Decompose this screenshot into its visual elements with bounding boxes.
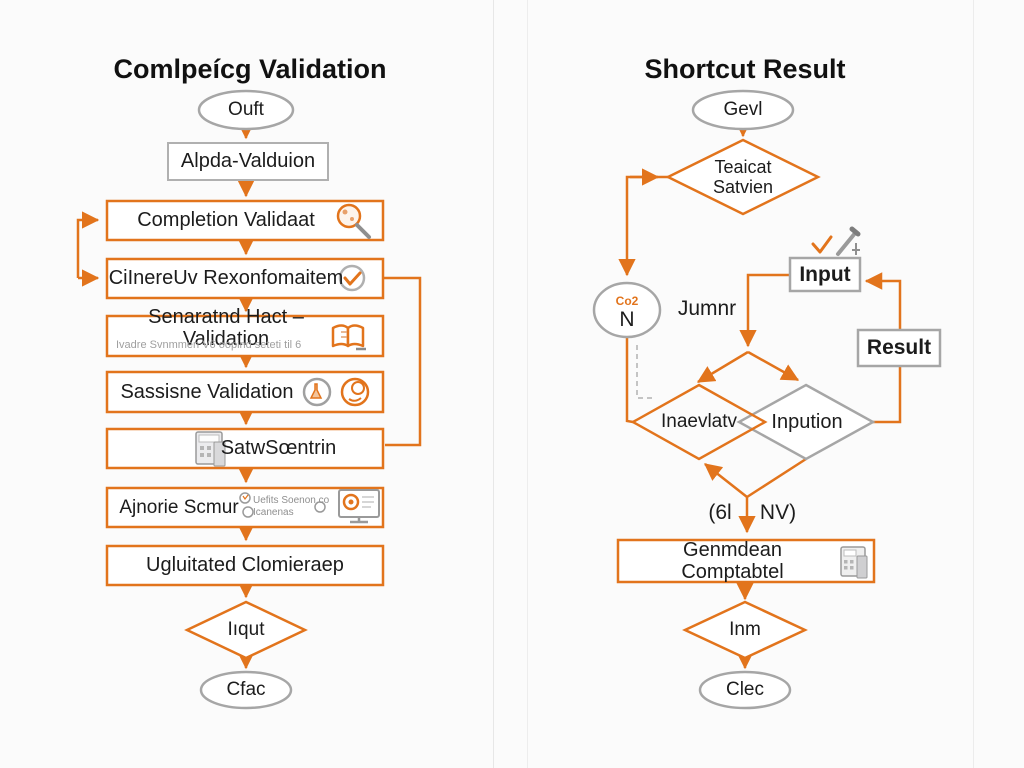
left-box4-label: Senaratnd Hact – Validation	[148, 305, 304, 350]
left-box3-label: CiInereUv Rexonfomaitem	[108, 267, 344, 290]
right-start-oval-shape	[691, 89, 795, 131]
left-panel-title: Comlpeícg Validation	[113, 53, 387, 84]
jump-label: Jumnr	[677, 297, 737, 321]
co2-oval-top-label: Co2	[615, 293, 639, 308]
right-bottom-decision-shape	[682, 600, 808, 660]
right-end-oval-shape	[698, 670, 792, 710]
left-connectors	[76, 121, 422, 670]
result-box-shape	[856, 328, 942, 368]
right-connectors	[618, 119, 902, 670]
right-orange-diamond-shape	[630, 383, 768, 461]
left-box1-label: Alpda-Valduion	[180, 150, 316, 173]
left-box1-shape	[167, 142, 329, 181]
calculator-icon-2	[840, 546, 868, 579]
book-icon	[331, 324, 366, 351]
result-box-label: Result	[866, 336, 932, 360]
right-bottom-decision-label: Inm	[729, 619, 761, 641]
right-top-decision-line1: Teaicat	[714, 156, 772, 177]
pencil-check-icon	[811, 226, 861, 256]
gray-diamond-label: Inpution	[771, 410, 843, 433]
badge-icons-small	[239, 492, 326, 518]
orange-diamond-label: Inaevlatv	[660, 411, 738, 433]
calculator-icon	[195, 431, 226, 467]
left-box6-label: SatwSœntrin	[220, 437, 337, 460]
input-box-label: Input	[799, 262, 851, 286]
right-top-decision-line2: Satvien	[712, 177, 774, 197]
monitor-icon	[338, 489, 380, 524]
left-start-oval-label: Ouft	[228, 99, 264, 121]
left-process-boxes	[105, 199, 385, 587]
page-edge-line	[973, 0, 974, 768]
left-box8-label: Ugluitated Clomieraep	[146, 554, 344, 577]
right-start-oval-label: Gevl	[723, 99, 763, 121]
left-end-oval-shape	[199, 670, 293, 710]
panel-divider-right	[527, 0, 528, 768]
left-box2-label: Completion Validaat	[137, 209, 315, 232]
right-top-decision-shape	[665, 138, 821, 216]
left-box5-label: Sassisne Validation	[120, 380, 294, 403]
swirl-clock-icon	[340, 377, 370, 407]
left-box7-note-line2: Icanenas	[253, 507, 294, 518]
left-box7-note-line1: Uefits Soenon.co	[253, 494, 330, 506]
right-panel-title: Shortcut Result	[644, 53, 846, 84]
left-start-oval-shape	[197, 89, 295, 131]
magnifier-icon	[336, 203, 371, 239]
co2-oval-shape	[592, 281, 662, 339]
left-decision-label: Iıqut	[227, 619, 265, 641]
right-gray-diamond-shape	[736, 383, 876, 461]
dashed-hint-line	[636, 345, 656, 399]
left-box7-label: Ajnorie Scmur	[119, 496, 239, 518]
left-decision-shape	[184, 600, 308, 660]
co2-oval-main-label: N	[619, 308, 635, 332]
panel-divider-left	[493, 0, 494, 768]
branch-label-right: NV)	[759, 501, 797, 525]
right-process-box-shape	[616, 538, 876, 584]
flask-circle-icon	[302, 377, 332, 407]
left-box4-subnote: Ivadre Svnmmen V6 oopind seteti til 6	[116, 338, 302, 351]
branch-label-left: (6l	[708, 501, 732, 525]
input-box-shape	[788, 256, 862, 293]
left-end-oval-label: Cfac	[226, 679, 266, 701]
check-circle-icon	[338, 264, 366, 292]
right-end-oval-label: Clec	[725, 679, 764, 701]
right-process-box-label: Genmdean Comptabtel	[681, 538, 784, 583]
